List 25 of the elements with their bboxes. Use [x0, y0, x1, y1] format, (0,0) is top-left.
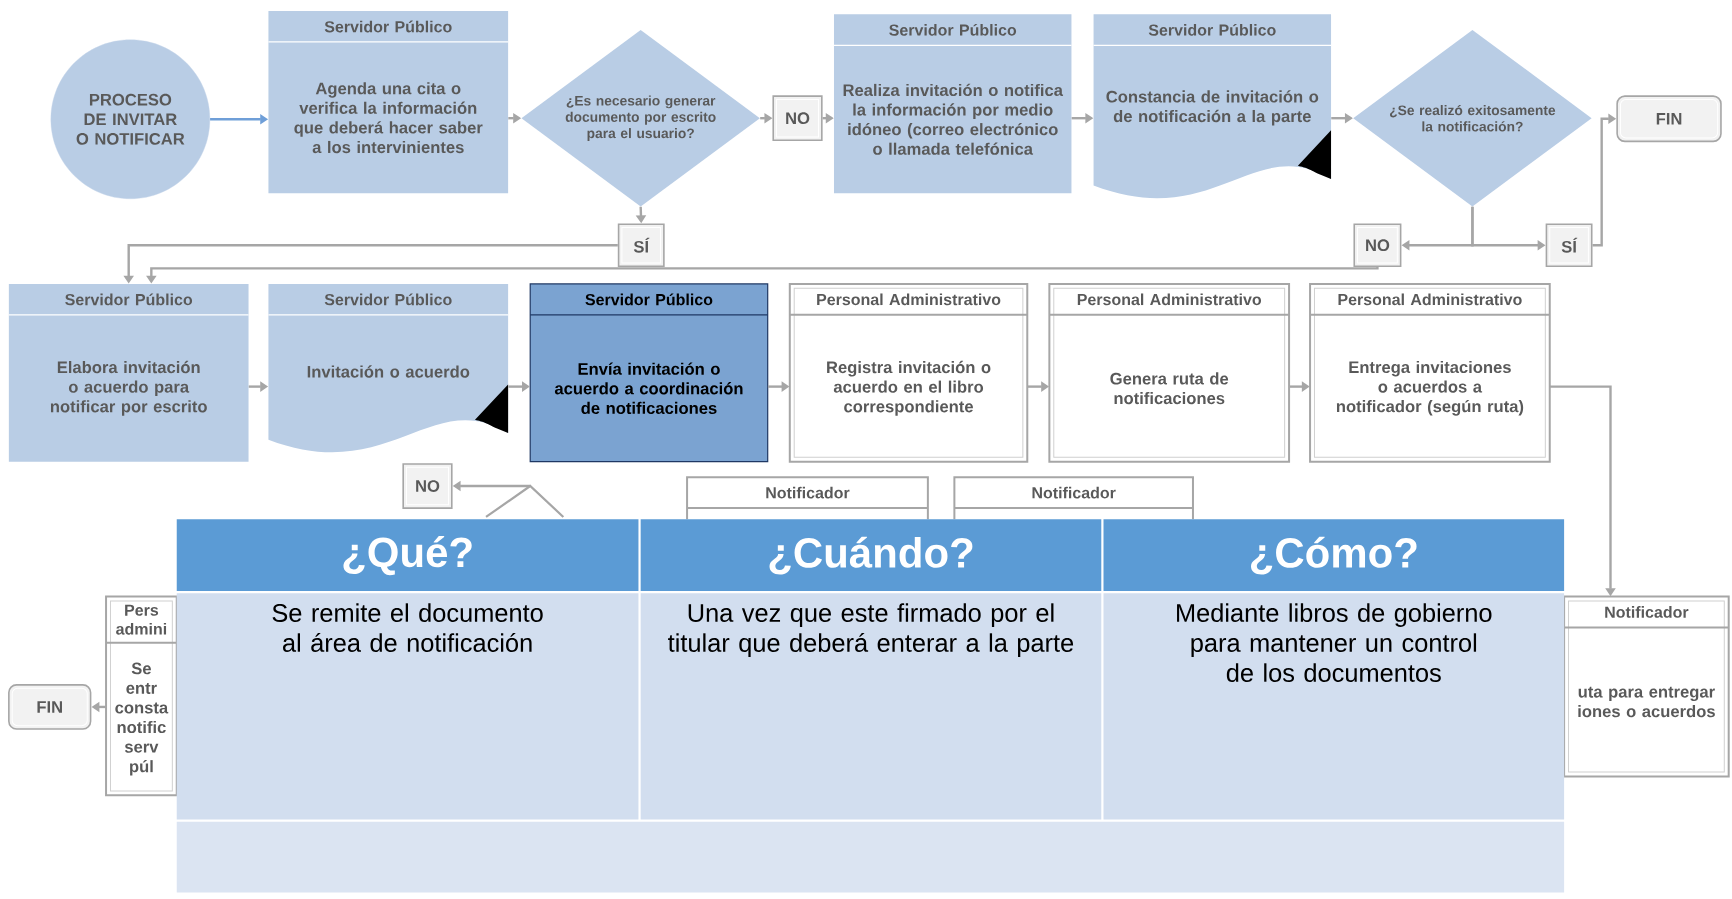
arrow: [508, 381, 530, 392]
answer-box: NO: [772, 95, 823, 142]
end-box: FIN: [1616, 95, 1722, 143]
table-cell: Una vez que este firmado por el titular que deberá enterar a la parte: [640, 593, 1102, 820]
answer-box: NO: [402, 463, 453, 509]
table-header-cell: ¿Cuándo?: [640, 519, 1102, 591]
process-box: Servidor Público Elabora invitación o acuerdo para notificar por escrito: [8, 283, 250, 462]
table-header-cell: ¿Cómo?: [1103, 519, 1565, 591]
process-box: Servidor Público Agenda una cita o verifica la información que deberá hacer saber a los intervinientes: [267, 11, 509, 194]
process-box: Servidor Público Envía invitación o acuerdo a coordinación de notificaciones: [529, 283, 769, 463]
role-tab: Notificador: [686, 476, 929, 521]
process-box: Servidor Público Realiza invitación o notifica la información por medio idóneo (correo electrónico o llamada telefónica: [833, 14, 1073, 194]
answer-box: NO: [1353, 223, 1402, 267]
process-box: Personal Administrativo Genera ruta de notificaciones: [1048, 282, 1291, 463]
process-box: Personal Administrativo Entrega invitaciones o acuerdos a notificador (según ruta): [1309, 282, 1551, 463]
answer-box: SÍ: [1545, 223, 1593, 267]
process-box: Personal Administrativo Registra invitación o acuerdo en el libro correspondiente: [788, 282, 1029, 463]
table-cell: Se remite el documento al área de notificación: [176, 593, 639, 820]
process-box: Pers admini Se entr consta notific serv púl: [105, 595, 178, 797]
role-tab: Notificador: [953, 476, 1194, 521]
table-header-cell: ¿Qué?: [176, 519, 639, 591]
answer-box: SÍ: [617, 223, 665, 267]
process-box: Notificador uta para entregar iones o acuerdos: [1563, 595, 1730, 778]
table-cell: Mediante libros de gobierno para mantener un control de los documentos: [1103, 593, 1565, 820]
end-box: FIN: [8, 684, 92, 730]
